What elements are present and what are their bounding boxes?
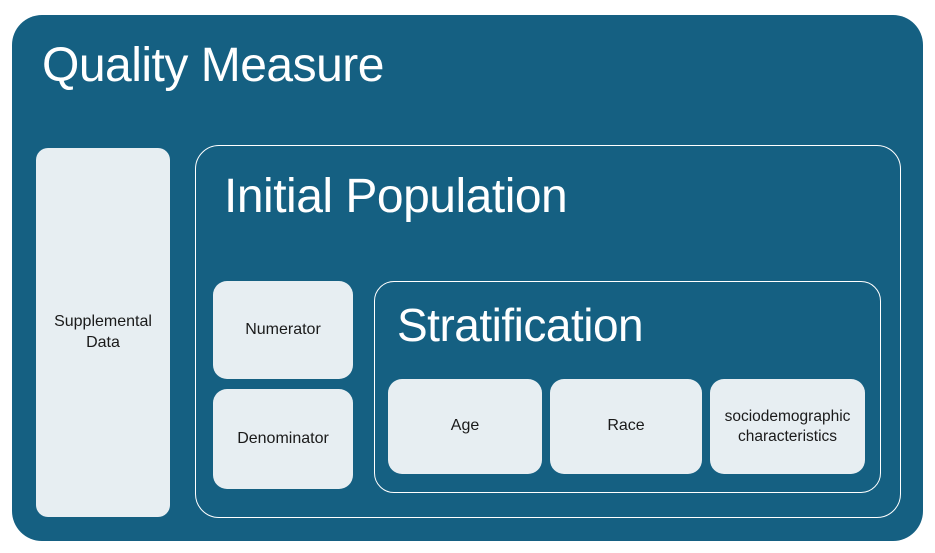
supplemental-data-label: Supplemental Data — [54, 312, 152, 351]
race-label: Race — [607, 417, 645, 435]
quality-measure-container: Quality Measure Supplemental Data Initia… — [12, 15, 923, 541]
quality-measure-title: Quality Measure — [42, 39, 384, 92]
initial-population-title: Initial Population — [224, 170, 568, 223]
stratification-item-race: Race — [550, 379, 702, 474]
numerator-label: Numerator — [245, 320, 321, 338]
stratification-title: Stratification — [397, 299, 644, 351]
age-label: Age — [450, 417, 480, 435]
denominator-label: Denominator — [237, 429, 329, 447]
numerator-box: Numerator — [213, 281, 353, 379]
initial-population-box: Initial Population Numerator Denominator… — [195, 145, 901, 518]
sociodemographic-label: sociodemographic characteristics — [724, 408, 851, 445]
stratification-item-age: Age — [388, 379, 542, 474]
stratification-item-sociodemographic: sociodemographic characteristics — [710, 379, 865, 474]
denominator-box: Denominator — [213, 389, 353, 489]
stratification-box: Stratification Age Race sociodemographic… — [374, 281, 881, 493]
supplemental-data-box: Supplemental Data — [36, 148, 170, 517]
